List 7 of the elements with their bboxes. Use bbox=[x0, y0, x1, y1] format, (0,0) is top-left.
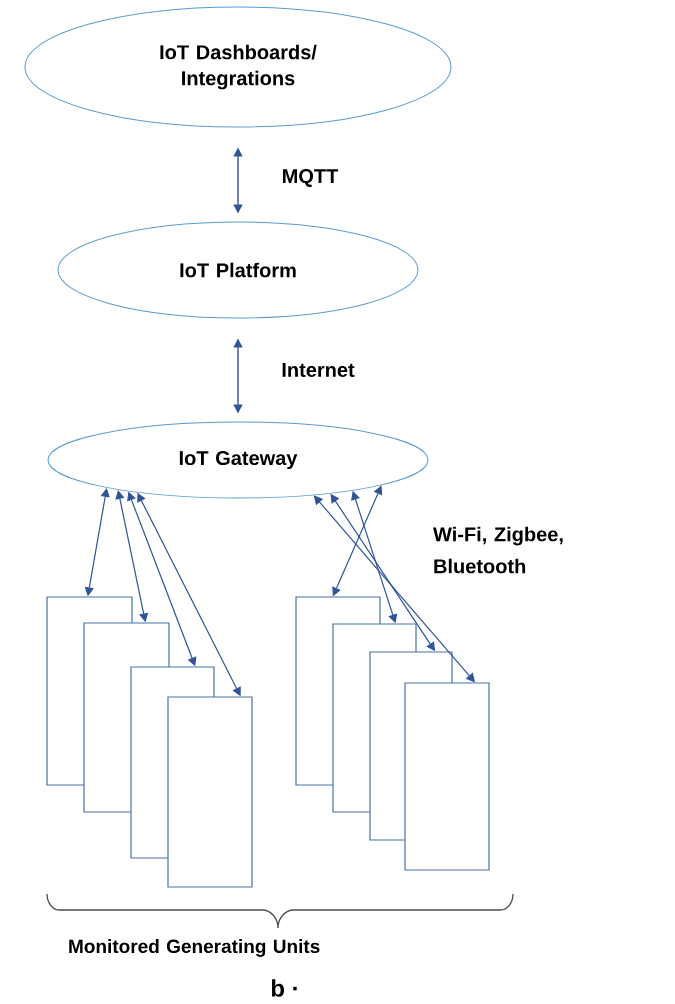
box bbox=[167, 696, 253, 888]
protocol-label: Wi-Fi, Zigbee, Bluetooth bbox=[433, 526, 563, 574]
caption: b · bbox=[271, 979, 297, 997]
box bbox=[404, 682, 490, 871]
edge-label: MQTT bbox=[280, 168, 340, 188]
edge-label: Internet bbox=[280, 362, 356, 378]
group-label: Monitored Generating Units bbox=[69, 939, 320, 957]
